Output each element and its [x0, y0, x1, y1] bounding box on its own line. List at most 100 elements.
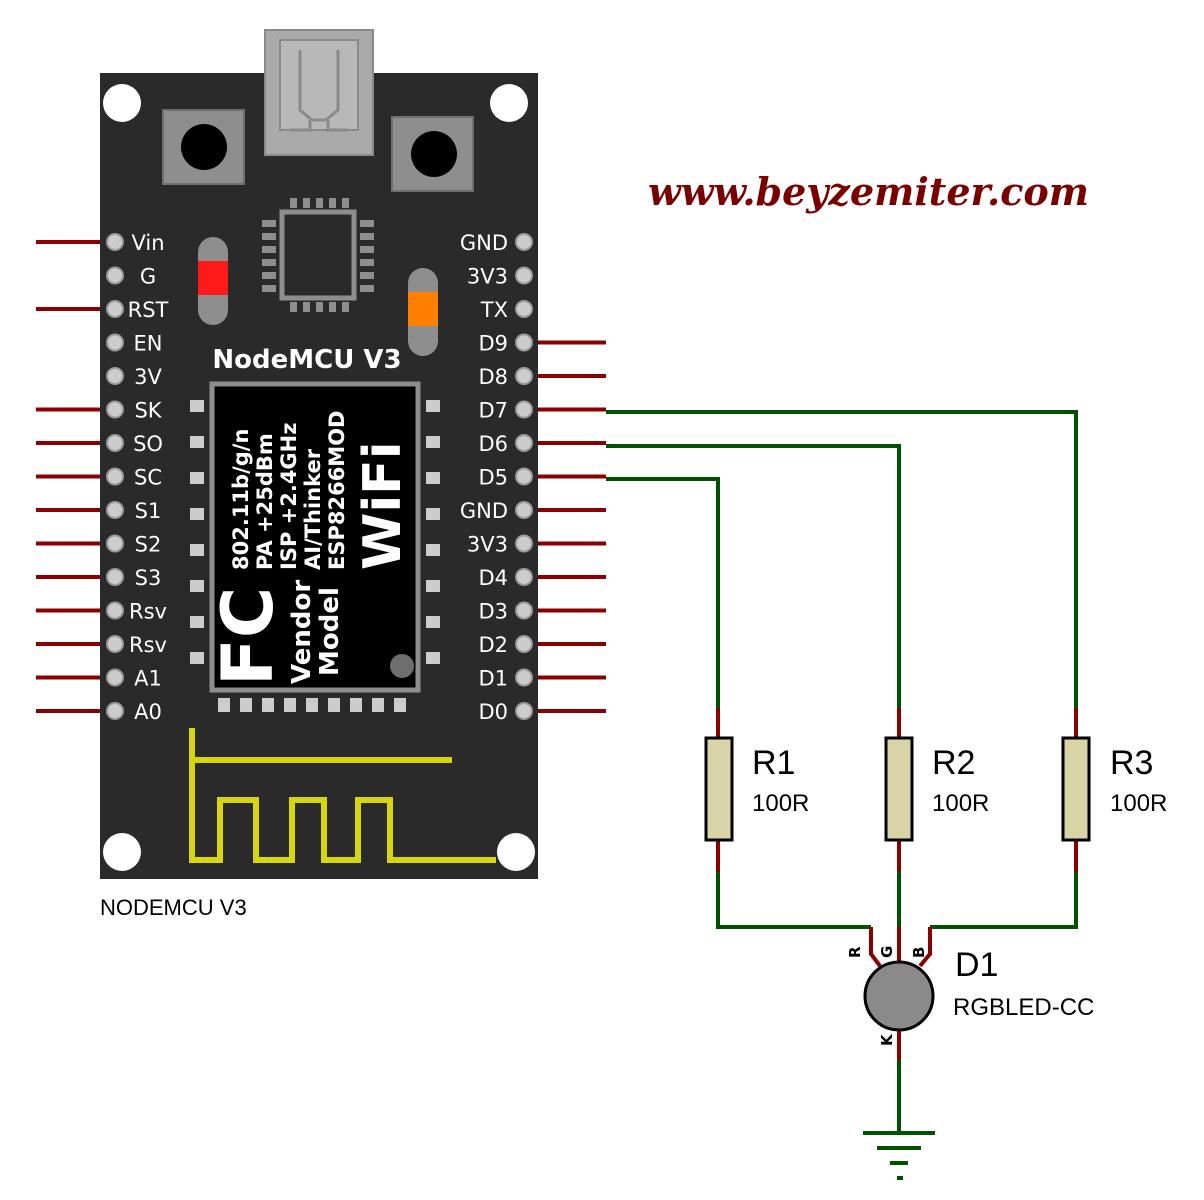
left-pin-stubs [36, 240, 107, 713]
right-pin-label: D9 [478, 332, 508, 356]
resistor-r2: R2 100R [884, 708, 989, 872]
wire-d6 [606, 444, 901, 708]
module-dot-icon [390, 654, 414, 678]
pin-pad-icon [515, 668, 533, 687]
led-pin-k: K [878, 1033, 896, 1046]
ground-icon [863, 1131, 935, 1180]
left-pin-label: A1 [134, 667, 162, 691]
pin-pad-icon [106, 702, 124, 720]
usb-connector-icon [264, 29, 374, 156]
flash-button-icon [391, 116, 474, 192]
board-title: NodeMCU V3 [212, 345, 401, 375]
module-line-1: 802.11b/g/n [229, 429, 253, 570]
pin-pad-icon [515, 601, 533, 620]
pin-pad-icon [515, 233, 533, 251]
pin-pad-icon [106, 635, 124, 653]
right-pin-label: D2 [478, 633, 508, 657]
usb-serial-chip-icon [262, 198, 374, 312]
pin-pad-icon [106, 668, 124, 687]
right-pin-label: 3V3 [467, 265, 508, 289]
pin-pad-icon [106, 534, 124, 553]
module-model: Model [315, 587, 345, 676]
power-led-icon [198, 237, 228, 325]
right-pin-label: D6 [478, 432, 508, 456]
pin-pad-icon [515, 266, 533, 285]
pcb-antenna-icon [189, 757, 496, 863]
led-pin-r: R [846, 946, 864, 958]
pin-pad-icon [515, 333, 533, 352]
right-pin-label: GND [460, 231, 508, 255]
wire-r3-led [930, 872, 1078, 929]
module-line-4: AI/Thinker [301, 448, 325, 570]
right-pin-stubs [532, 340, 606, 713]
resistor-r3: R3 100R [1061, 708, 1167, 872]
module-line-2: PA +25dBm [253, 433, 277, 570]
mounting-hole-icon [497, 833, 535, 871]
left-pin-label: S2 [135, 533, 162, 557]
pin-pad-icon [515, 467, 533, 486]
status-led-icon [408, 268, 438, 356]
mounting-hole-icon [103, 833, 141, 871]
resistor-r1: R1 100R [704, 708, 809, 872]
pin-pad-icon [106, 367, 124, 385]
mounting-hole-icon [490, 84, 528, 122]
pin-pad-icon [106, 333, 124, 352]
module-brand: WiFi [353, 441, 413, 570]
module-fc-logo: FC [207, 587, 289, 686]
led-body-icon [863, 960, 935, 1032]
pin-pad-icon [106, 266, 124, 285]
module-vendor: Vendor [287, 580, 317, 684]
pin-pad-icon [515, 434, 533, 452]
left-pin-label: SK [134, 399, 162, 423]
left-pin-label: S3 [135, 566, 162, 590]
resistor-value: 100R [752, 790, 809, 817]
pin-pad-icon [106, 434, 124, 452]
left-pin-label: S1 [135, 499, 162, 523]
right-pin-label: D5 [478, 466, 508, 490]
left-pin-label: Rsv [129, 633, 167, 657]
wires [606, 410, 1078, 1133]
pin-pad-icon [106, 501, 124, 519]
left-pin-label: RST [128, 298, 169, 322]
pin-pad-icon [515, 400, 533, 419]
right-pin-label: D4 [478, 566, 508, 590]
resistor-icon [704, 736, 734, 842]
left-pin-label: Vin [131, 231, 164, 255]
led-pin-b: B [910, 947, 928, 958]
resistor-value: 100R [1110, 790, 1167, 817]
left-pin-label: A0 [134, 700, 162, 724]
pin-pad-icon [106, 233, 124, 251]
wire-r1-led [716, 872, 871, 929]
pin-pad-icon [515, 501, 533, 519]
resistor-ref: R3 [1110, 744, 1153, 782]
pin-pad-icon [515, 702, 533, 720]
led-pin-g: G [878, 946, 896, 958]
resistor-icon [884, 736, 914, 842]
resistor-value: 100R [932, 790, 989, 817]
module-line-3: ISP +2.4GHz [277, 423, 301, 570]
right-pin-label: D3 [478, 600, 508, 624]
pin-pad-icon [106, 400, 124, 419]
right-pin-label: D8 [478, 365, 508, 389]
right-pin-label: D1 [478, 667, 508, 691]
rgb-led: R G B K D1 RGBLED-CC [846, 927, 1094, 1060]
right-pin-label: D0 [478, 700, 508, 724]
pin-pad-icon [515, 534, 533, 553]
right-pin-label: TX [480, 298, 508, 322]
pin-pad-icon [106, 300, 124, 318]
left-pin-label: 3V [134, 365, 162, 389]
board-caption: NODEMCU V3 [100, 895, 247, 920]
pin-pad-icon [106, 601, 124, 620]
led-ref: D1 [955, 946, 998, 984]
nodemcu-board: NodeMCU V3 802.11b/g/n PA +25dBm ISP +2.… [100, 29, 538, 879]
pin-pad-icon [106, 467, 124, 486]
website-label: www.beyzemiter.com [648, 169, 1089, 214]
left-pin-label: SC [134, 466, 162, 490]
right-pin-label: 3V3 [467, 533, 508, 557]
reset-button-icon [162, 109, 245, 185]
pin-pad-icon [106, 568, 124, 586]
led-value: RGBLED-CC [953, 994, 1094, 1021]
